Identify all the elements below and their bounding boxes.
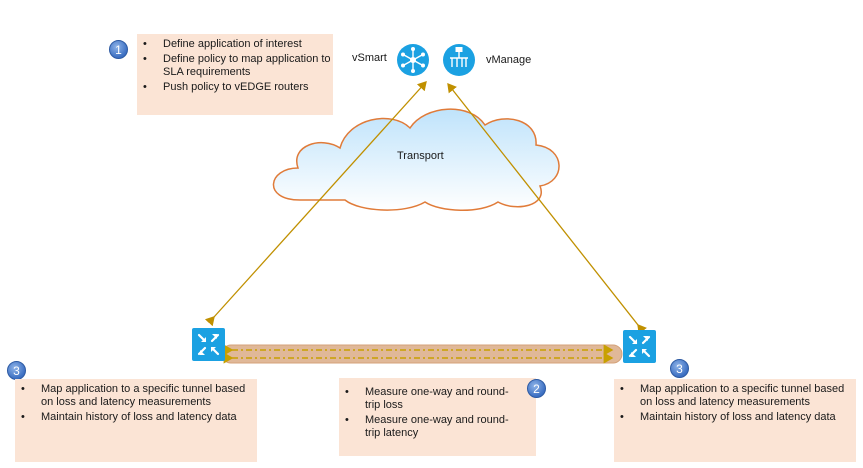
tunnel-bar: [221, 344, 623, 364]
step-3-left-box: Map application to a specific tunnel bas…: [15, 379, 257, 462]
step-1-item: Define policy to map application to SLA …: [137, 53, 333, 79]
link-left-router-vsmart: [204, 81, 427, 327]
step-2-item: Measure one-way and round-trip latency: [339, 414, 516, 440]
step-3-right-badge: 3: [670, 359, 689, 378]
left-router-icon: [192, 328, 225, 361]
link-right-router-vmanage: [447, 82, 647, 335]
step-2-badge: 2: [527, 379, 546, 398]
step-1-box: Define application of interest Define po…: [137, 34, 333, 115]
step-2-box: Measure one-way and round-trip loss Meas…: [339, 378, 536, 456]
vsmart-icon: [397, 44, 429, 76]
step-1-item: Push policy to vEDGE routers: [137, 81, 333, 94]
step-1-badge: 1: [109, 40, 128, 59]
vmanage-label: vManage: [486, 54, 532, 66]
step-2-item: Measure one-way and round-trip loss: [339, 386, 516, 412]
step-1-item: Define application of interest: [137, 38, 333, 51]
step-3-right-box: Map application to a specific tunnel bas…: [614, 379, 856, 462]
right-router-icon: [623, 330, 656, 363]
transport-label: Transport: [397, 150, 444, 162]
vsmart-label: vSmart: [352, 52, 387, 64]
step-3-right-item: Maintain history of loss and latency dat…: [614, 411, 856, 424]
vmanage-icon: [443, 44, 475, 76]
step-3-right-item: Map application to a specific tunnel bas…: [614, 383, 856, 409]
step-3-left-item: Map application to a specific tunnel bas…: [15, 383, 257, 409]
step-3-left-badge: 3: [7, 361, 26, 380]
step-3-left-item: Maintain history of loss and latency dat…: [15, 411, 257, 424]
